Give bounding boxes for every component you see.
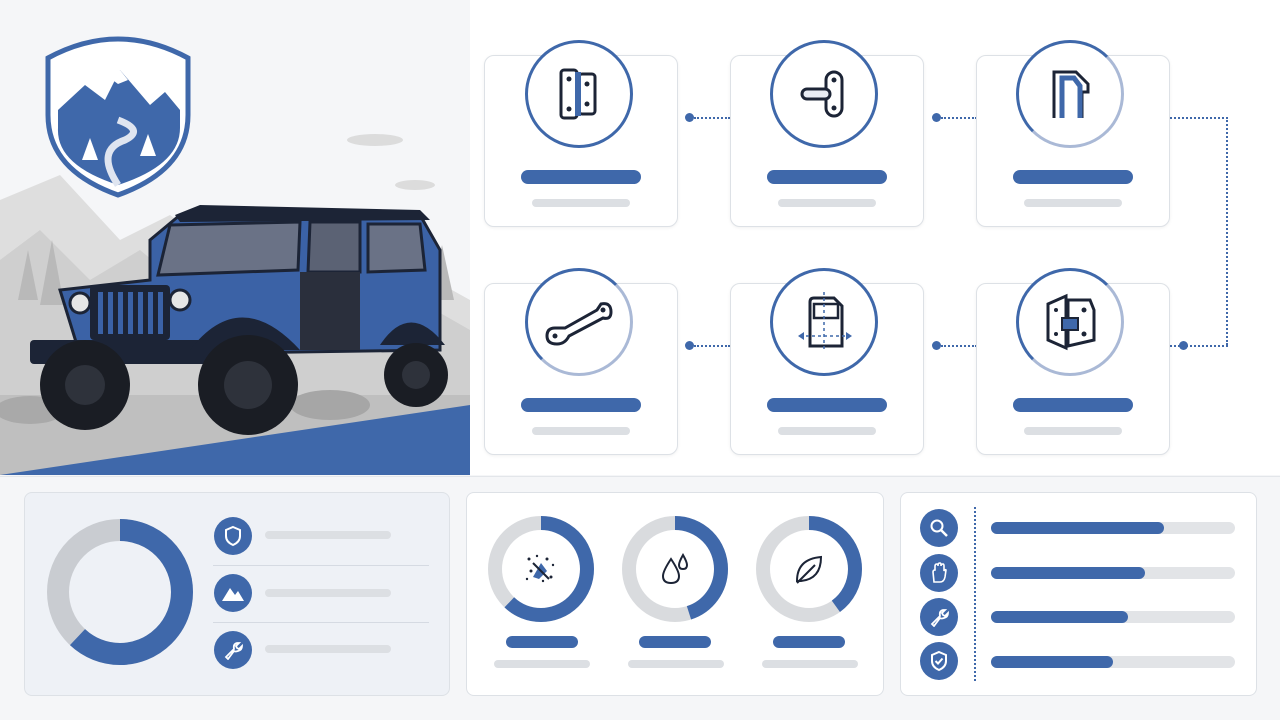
- connector-line: [941, 345, 977, 347]
- shield-check-icon: [920, 642, 958, 680]
- step-title-bar: [521, 398, 641, 412]
- step-subtitle-bar: [1024, 199, 1122, 207]
- connector-dot: [932, 341, 941, 350]
- connector-line: [1170, 345, 1228, 347]
- progress-track-1: [991, 522, 1235, 534]
- shield-icon: [214, 517, 252, 555]
- progress-track-4: [991, 656, 1235, 668]
- mountain-icon: [214, 574, 252, 612]
- step-title-bar: [1013, 398, 1133, 412]
- connector-line: [941, 117, 977, 119]
- progress-fill-4: [991, 656, 1113, 668]
- step-title-bar: [521, 170, 641, 184]
- gauge-1: [488, 516, 594, 622]
- connector-dot: [932, 113, 941, 122]
- step-subtitle-bar: [778, 199, 876, 207]
- summary-donut-arc: [47, 519, 193, 665]
- connector-dot: [1179, 341, 1188, 350]
- connector-dot: [685, 341, 694, 350]
- gauge-2: [622, 516, 728, 622]
- connector-line: [694, 345, 730, 347]
- gauges-panel: [466, 492, 884, 696]
- progress-axis: [974, 507, 976, 681]
- connector-dot: [685, 113, 694, 122]
- progress-track-3: [991, 611, 1235, 623]
- leaf-icon: [791, 551, 827, 587]
- gauge-subtitle-bar: [762, 660, 858, 668]
- connector-vertical: [1226, 117, 1228, 345]
- step-subtitle-bar: [778, 427, 876, 435]
- connector-line: [694, 117, 730, 119]
- section-divider: [0, 476, 1280, 477]
- hand-icon: [920, 554, 958, 592]
- summary-separator: [213, 565, 429, 566]
- door-strap-icon: [525, 268, 633, 376]
- door-measure-icon: [770, 268, 878, 376]
- summary-item-bar: [265, 531, 391, 539]
- door-seal-icon: [1016, 40, 1124, 148]
- mountain-shield-logo: [45, 36, 191, 198]
- gauge-title-bar: [506, 636, 578, 648]
- gauge-3: [756, 516, 862, 622]
- hero-illustration: [0, 0, 470, 475]
- door-pin-icon: [770, 40, 878, 148]
- debris-icon: [523, 551, 559, 587]
- process-flow: [470, 0, 1280, 475]
- step-subtitle-bar: [1024, 427, 1122, 435]
- step-title-bar: [767, 398, 887, 412]
- progress-fill-3: [991, 611, 1128, 623]
- progress-fill-1: [991, 522, 1165, 534]
- connector-line: [1170, 117, 1228, 119]
- gauge-subtitle-bar: [628, 660, 724, 668]
- progress-fill-2: [991, 567, 1145, 579]
- step-subtitle-bar: [532, 199, 630, 207]
- summary-item-bar: [265, 645, 391, 653]
- door-latch-icon: [1016, 268, 1124, 376]
- progress-panel: [900, 492, 1257, 696]
- hero-scene: [0, 36, 470, 475]
- search-icon: [920, 509, 958, 547]
- gauge-title-bar: [773, 636, 845, 648]
- summary-item-bar: [265, 589, 391, 597]
- water-drop-icon: [657, 551, 693, 587]
- door-hinge-icon: [525, 40, 633, 148]
- progress-track-2: [991, 567, 1235, 579]
- step-subtitle-bar: [532, 427, 630, 435]
- gauge-subtitle-bar: [494, 660, 590, 668]
- jeep-illustration: [30, 205, 448, 435]
- summary-donut: [47, 519, 193, 665]
- summary-separator: [213, 622, 429, 623]
- step-title-bar: [767, 170, 887, 184]
- wrench-icon: [920, 598, 958, 636]
- step-title-bar: [1013, 170, 1133, 184]
- summary-panel: [24, 492, 450, 696]
- gauge-title-bar: [639, 636, 711, 648]
- wrench-icon: [214, 631, 252, 669]
